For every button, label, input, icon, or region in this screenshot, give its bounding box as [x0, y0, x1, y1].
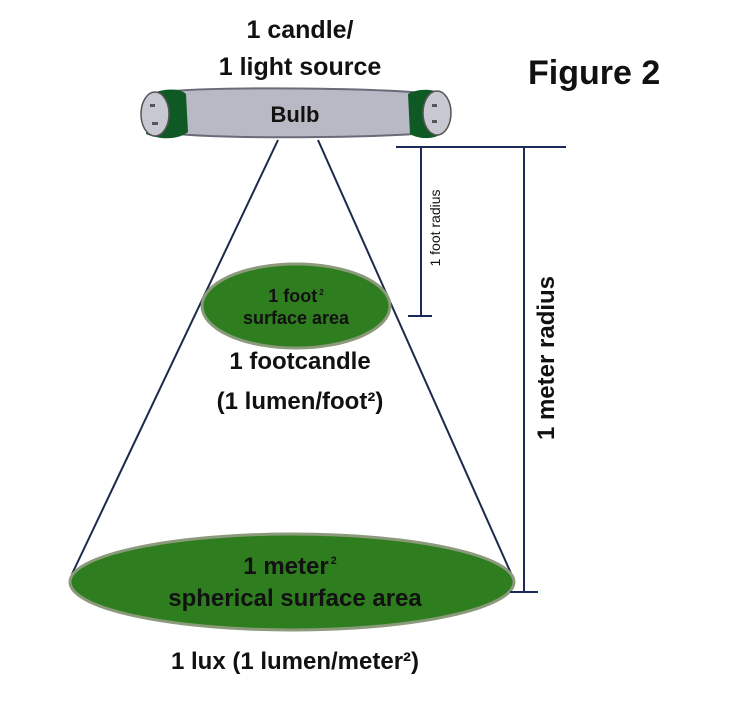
footcandle-label-line1: 1 footcandle — [229, 348, 371, 375]
meter-radius-label: 1 meter radius — [533, 275, 560, 441]
foot-area-label-line2: surface area — [242, 308, 350, 328]
foot-surface-ellipse — [200, 262, 392, 350]
lux-label: 1 lux (1 lumen/meter²) — [170, 648, 420, 675]
source-label-line1: 1 candle/ — [246, 16, 354, 44]
figure-title: Figure 2 — [528, 54, 661, 92]
cone-right-edge — [317, 139, 515, 581]
meter-area-label-exponent: 2 — [330, 555, 337, 568]
meter-area-label-line2: spherical surface area — [168, 585, 422, 612]
cone-left-edge — [71, 139, 279, 575]
footcandle-label-line2: (1 lumen/foot²) — [216, 388, 384, 415]
bulb-label: Bulb — [270, 102, 320, 127]
foot-radius-label: 1 foot radius — [427, 189, 443, 267]
source-label-line2: 1 light source — [218, 53, 382, 81]
foot-area-label-exponent: 2 — [319, 287, 324, 297]
meter-area-label-text: 1 meter — [243, 553, 329, 580]
foot-area-label-text: 1 foot — [268, 286, 318, 306]
bulb-illustration — [140, 87, 452, 139]
meter-surface-ellipse — [68, 532, 516, 632]
